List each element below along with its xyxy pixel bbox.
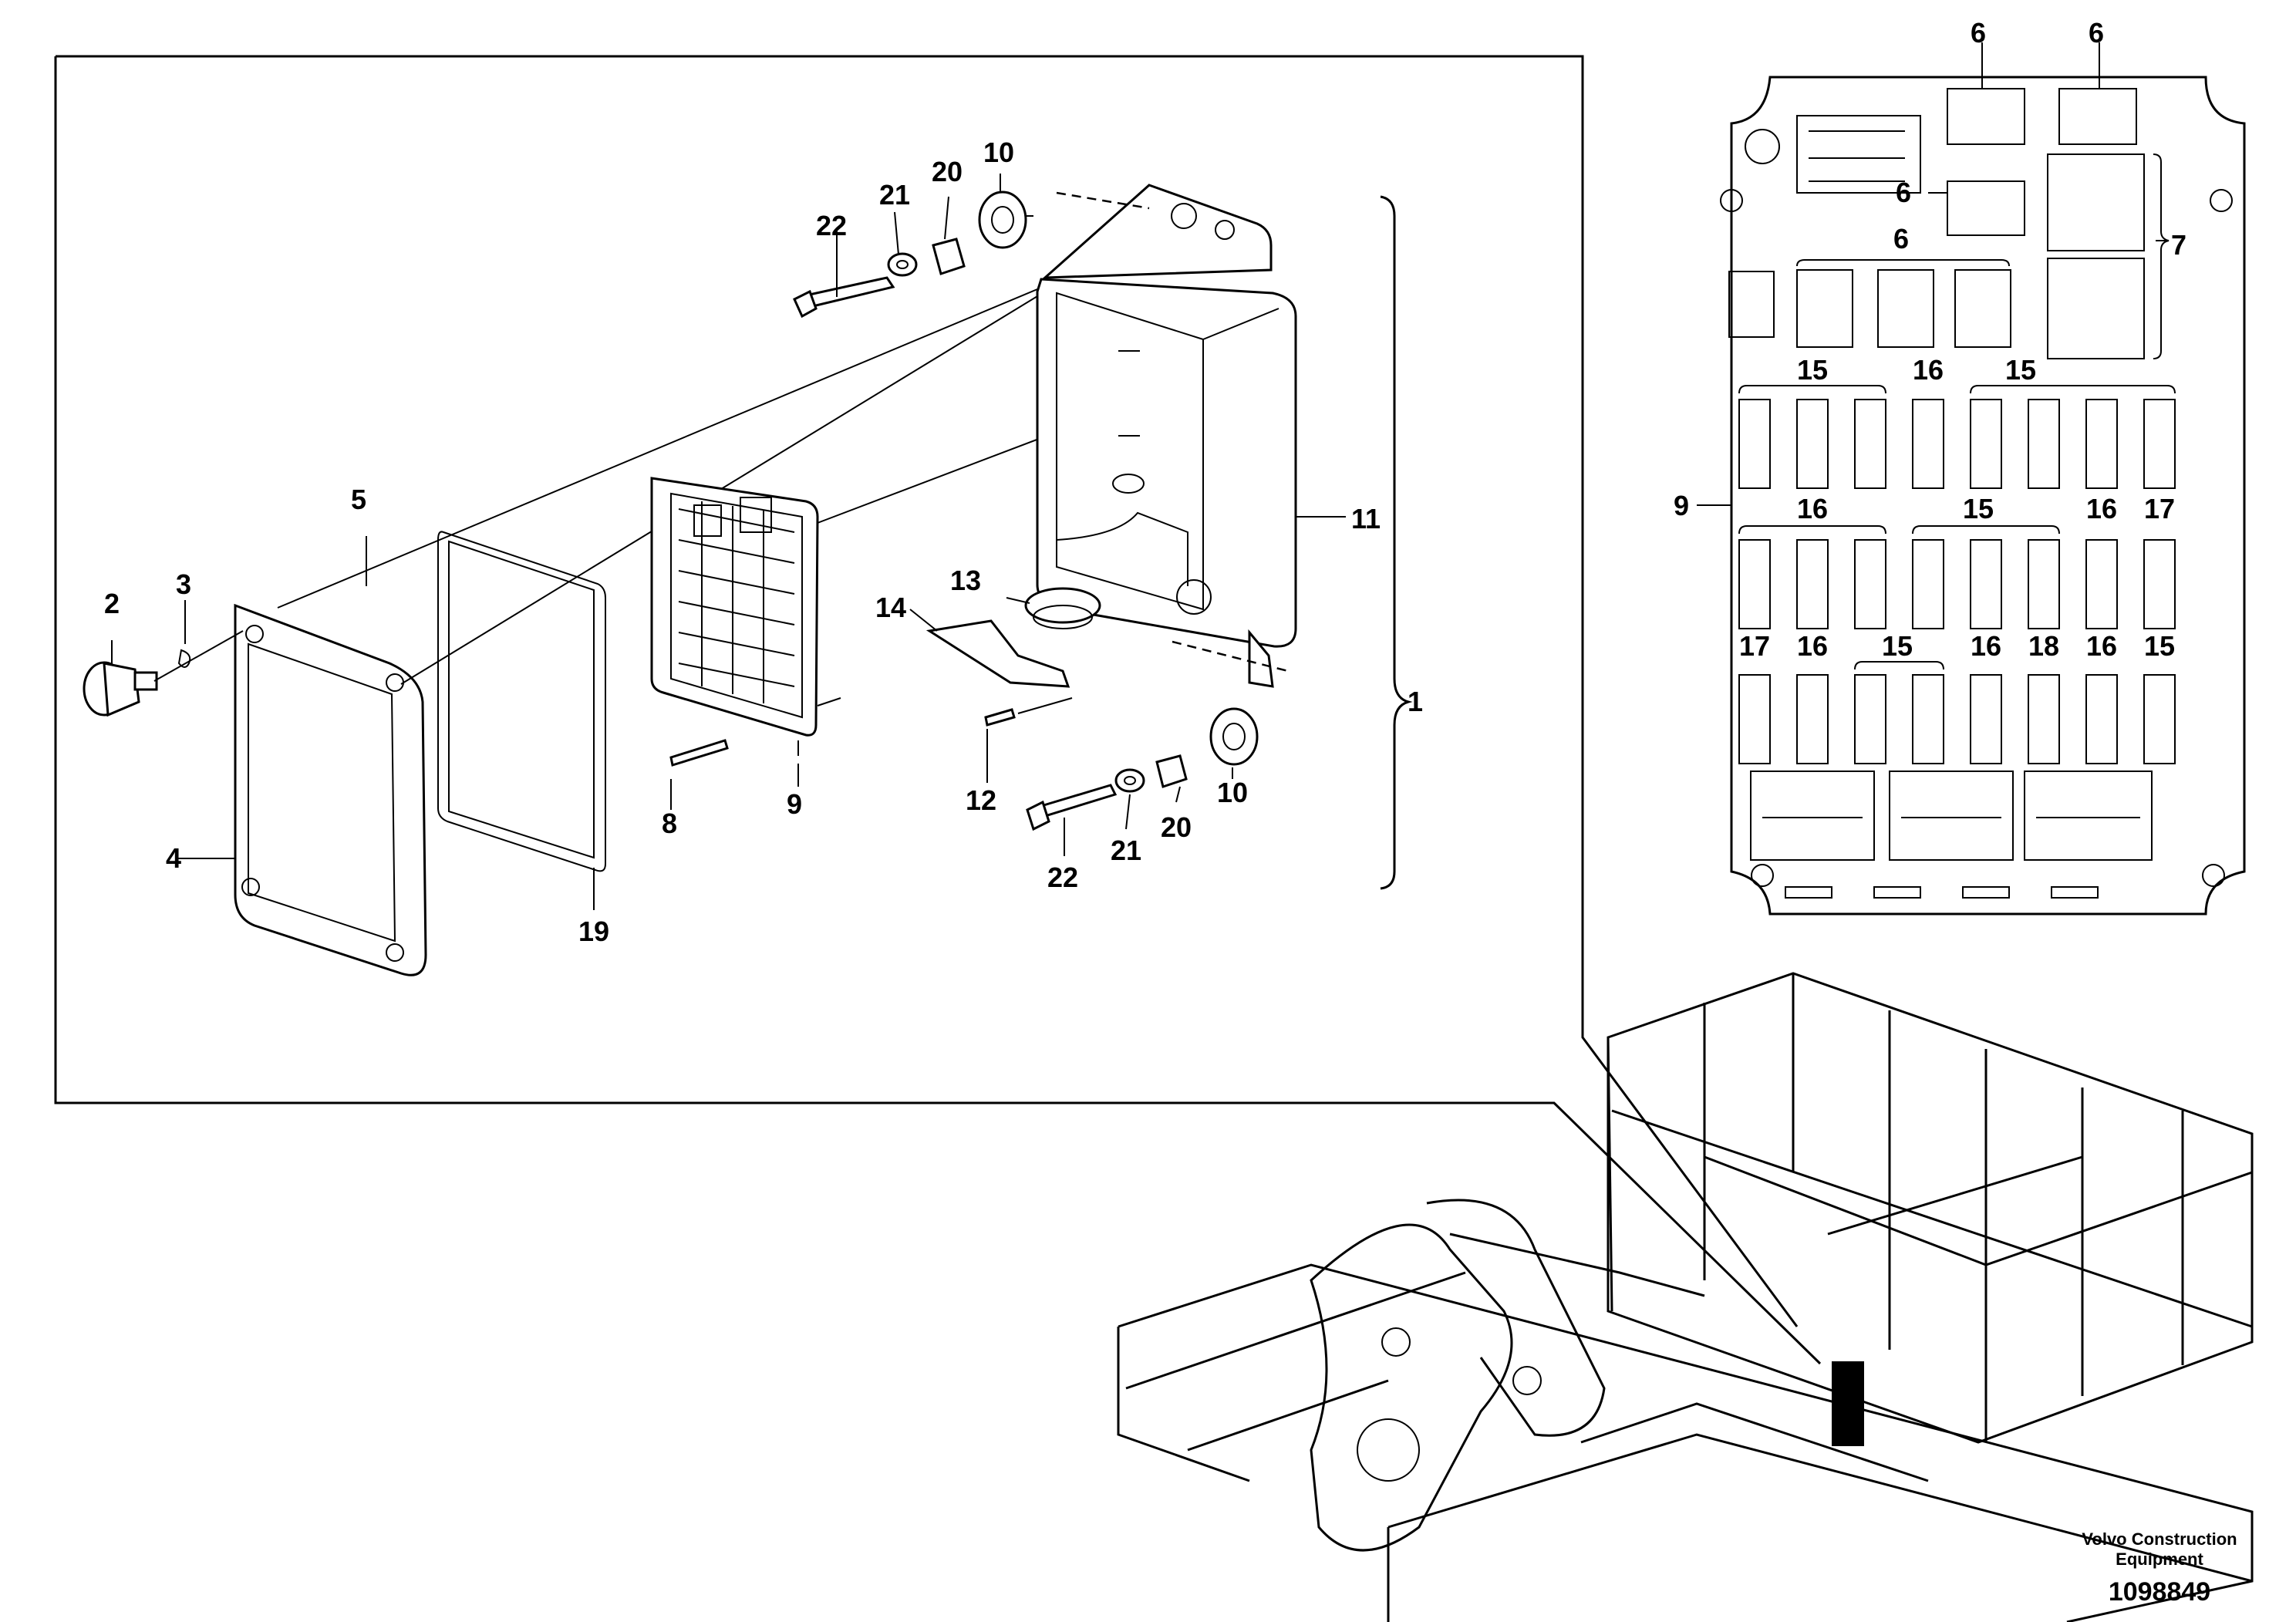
callout-10-bottom: 10 (1217, 777, 1248, 808)
callout-21-bottom: 21 (1111, 835, 1141, 866)
fuse-label-r2-3: 17 (2144, 493, 2175, 524)
leader-lines (111, 174, 1346, 910)
callout-14: 14 (875, 592, 906, 623)
fuse-box-location (1832, 1361, 1864, 1446)
circuit-board (650, 477, 819, 737)
callout-12: 12 (966, 784, 996, 816)
callout-8: 8 (662, 808, 677, 839)
fuse-label-r1-1: 16 (1913, 354, 1944, 386)
callout-9: 9 (787, 788, 802, 820)
fuse-panel (1697, 42, 2246, 916)
fuse-label-6-a: 6 (1971, 17, 1986, 49)
callout-11: 11 (1351, 503, 1381, 534)
clamp (925, 619, 1070, 688)
fuse-label-r3-5: 16 (2086, 630, 2117, 662)
callout-4: 4 (166, 842, 181, 874)
fuse-panel-labels: 9 6 6 6 6 7 15 16 15 16 15 16 17 17 16 1… (1674, 17, 2186, 662)
assembly-bracket (1380, 195, 1413, 890)
fuse-label-r1-2: 15 (2005, 354, 2036, 386)
exploded-view-frame (54, 55, 1822, 1365)
fuse-label-r2-2: 16 (2086, 493, 2117, 524)
fuse-label-9: 9 (1674, 490, 1689, 521)
housing (1036, 184, 1297, 688)
fuse-row-1 (1738, 385, 2176, 489)
callout-3: 3 (176, 568, 191, 600)
callout-20-bottom: 20 (1161, 811, 1192, 843)
fuse-label-r3-3: 16 (1971, 630, 2001, 662)
top-mount-hardware (793, 191, 1033, 319)
fuse-label-6-b: 6 (2089, 17, 2104, 49)
document-number: 1098849 (2109, 1577, 2210, 1607)
fuse-row-3 (1738, 661, 2176, 764)
callout-20-top: 20 (932, 156, 963, 187)
fuse-label-r3-0: 17 (1739, 630, 1770, 662)
callout-22-top: 22 (816, 210, 847, 241)
machine-frame-illustration (1117, 972, 2254, 1622)
fuse-label-r3-4: 18 (2028, 630, 2059, 662)
callout-1: 1 (1408, 686, 1423, 717)
callout-10-top: 10 (983, 137, 1014, 168)
brand-line-2: Equipment (2116, 1549, 2203, 1569)
fuse-label-r3-2: 15 (1882, 630, 1913, 662)
fuse-label-6-d: 6 (1893, 223, 1909, 255)
footer: Volvo Construction Equipment 1098849 (2082, 1529, 2237, 1607)
knob (83, 661, 158, 717)
grommet (1024, 587, 1101, 629)
fuse-label-r2-1: 15 (1963, 493, 1994, 524)
fuse-label-r2-0: 16 (1797, 493, 1828, 524)
fuse-row-2 (1738, 525, 2176, 629)
exploded-callouts: 1 2 3 4 5 8 9 10 10 11 12 13 14 19 20 20… (104, 137, 1423, 947)
brand-line-1: Volvo Construction (2082, 1529, 2237, 1549)
callout-22-bottom: 22 (1047, 862, 1078, 893)
callout-21-top: 21 (879, 179, 910, 211)
fuse-label-r3-6: 15 (2144, 630, 2175, 662)
fuse-label-7: 7 (2171, 229, 2186, 261)
bottom-mount-hardware (1026, 707, 1259, 831)
callout-5: 5 (351, 484, 366, 515)
callout-13: 13 (950, 565, 981, 596)
callout-19: 19 (578, 916, 609, 947)
callout-2: 2 (104, 588, 120, 619)
fuse-label-6-c: 6 (1896, 177, 1911, 208)
gasket (437, 531, 606, 872)
fuse-label-r1-0: 15 (1797, 354, 1828, 386)
cover-plate (234, 603, 427, 976)
fuse-label-r3-1: 16 (1797, 630, 1828, 662)
